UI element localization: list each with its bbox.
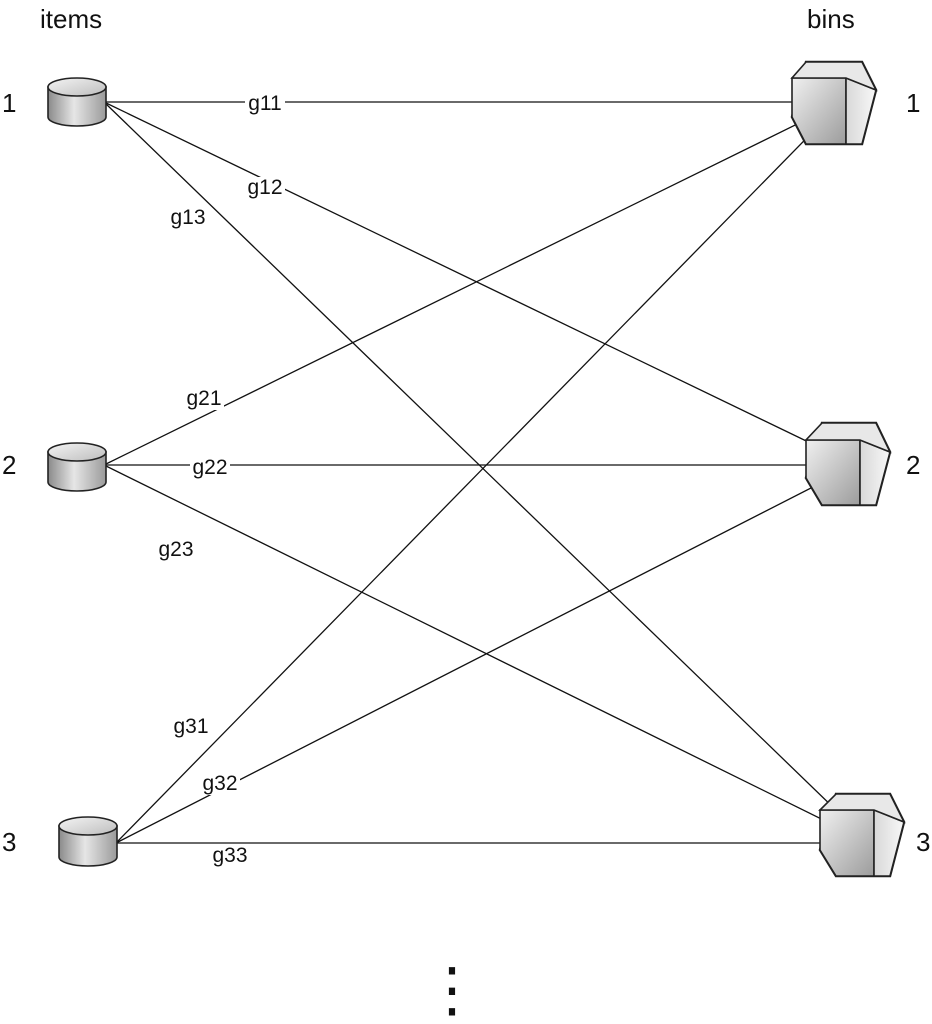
bin-label-1: 1 — [906, 88, 920, 118]
item-label-3: 3 — [2, 827, 16, 857]
edge-line-g13 — [103, 101, 871, 844]
item-label-2: 2 — [2, 450, 16, 480]
continuation-ellipsis: ⋮ — [422, 956, 482, 1023]
item-label-1: 1 — [2, 88, 16, 118]
bins-header: bins — [807, 4, 855, 34]
edge-label-g22: g22 — [192, 456, 227, 479]
bin-label-2: 2 — [906, 450, 920, 480]
box-icon — [804, 421, 892, 507]
box-icon — [818, 792, 906, 878]
edge-label-bg — [168, 207, 208, 229]
edge-label-g12: g12 — [247, 176, 282, 199]
bin-node-2: 2 — [804, 421, 920, 507]
edge-label-g21: g21 — [186, 387, 221, 410]
edge-label-g13: g13 — [170, 206, 205, 229]
edge-line-g21 — [103, 101, 843, 466]
bin-node-3: 3 — [818, 792, 930, 878]
edge-label-g23: g23 — [158, 538, 193, 561]
item-node-3: 3 — [2, 816, 118, 867]
edge-label-bg — [245, 93, 285, 115]
edge-line-g12 — [103, 101, 857, 466]
edge-label-g31: g31 — [173, 715, 208, 738]
edge-label-bg — [184, 388, 224, 410]
edges: g11 g12 g13 g21 g22 g23 g31 g32 g33 — [103, 92, 871, 867]
cylinder-icon — [58, 816, 118, 867]
edge-line-g31 — [115, 101, 843, 844]
item-node-1: 1 — [2, 77, 107, 127]
edge-label-bg — [190, 457, 230, 479]
edge-label-bg — [210, 845, 250, 867]
edge-label-bg — [245, 177, 285, 199]
edge-label-bg — [171, 716, 211, 738]
bin-label-3: 3 — [916, 827, 930, 857]
item-node-2: 2 — [2, 442, 107, 492]
items-header: items — [40, 4, 102, 34]
edge-label-g11: g11 — [248, 92, 281, 115]
edge-label-bg — [156, 539, 196, 561]
edge-label-g32: g32 — [202, 772, 237, 795]
cylinder-icon — [47, 442, 107, 492]
cylinder-icon — [47, 77, 107, 127]
box-icon — [790, 60, 878, 146]
edge-label-g33: g33 — [212, 844, 247, 867]
edge-label-bg — [200, 773, 240, 795]
bin-node-1: 1 — [790, 60, 920, 146]
